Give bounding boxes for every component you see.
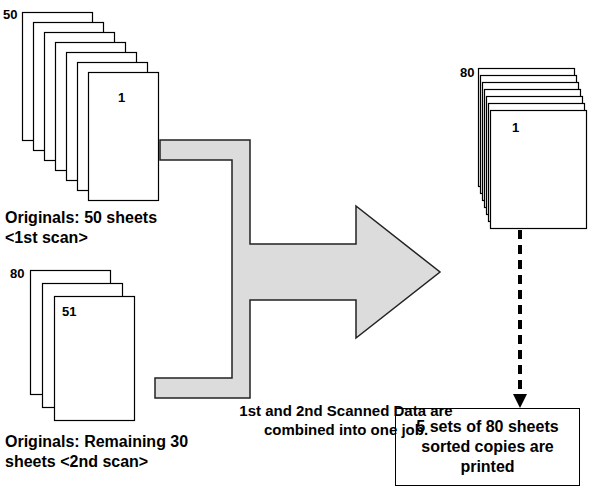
page-count-label: 80 [10,266,24,282]
page-number: 1 [118,90,125,106]
arrow-caption: 1st and 2nd Scanned Data are combined in… [236,402,456,440]
page-sheet [89,73,159,201]
result-box: 5 sets of 80 sheets sorted copies are pr… [395,408,580,486]
page-count-label: 80 [460,65,474,81]
page-stack [440,62,590,230]
page-number: 1 [512,120,519,136]
page-sheet [491,111,587,229]
stack-caption: Originals: 50 sheets <1st scan> [5,208,190,248]
dashed-arrow [518,230,522,408]
original-stack: 501Originals: 50 sheets <1st scan> [0,4,160,252]
merge-arrow [160,140,440,398]
result-text: 5 sets of 80 sheets sorted copies are pr… [406,417,569,477]
page-number: 51 [62,304,76,320]
merge-arrow-branch [155,378,232,398]
page-sheet [55,297,135,421]
output-stack: 80 1 [440,62,590,230]
arrow-outline [155,140,440,398]
stack-caption: Originals: Remaining 30 sheets <2nd scan… [5,432,190,472]
page-count-label: 50 [3,7,17,23]
original-stack: 8051Originals: Remaining 30 sheets <2nd … [0,262,155,477]
